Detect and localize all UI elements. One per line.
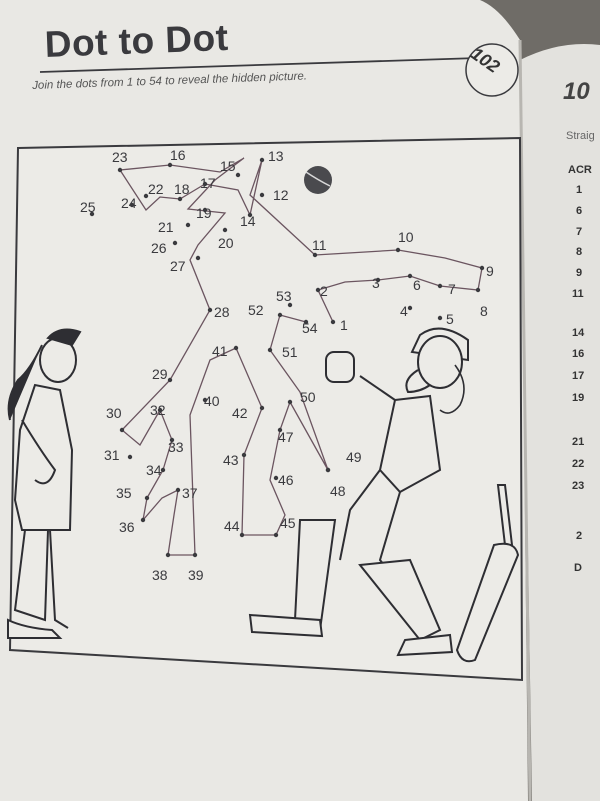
book-gutter	[518, 39, 532, 801]
dot-label: 7	[448, 281, 456, 297]
dot-label: 41	[212, 343, 228, 359]
dot-label: 10	[398, 229, 414, 245]
dot-label: 15	[220, 158, 236, 174]
cricket-bat-icon	[455, 484, 520, 663]
clue-number: 17	[572, 370, 585, 382]
dot-label: 49	[346, 449, 362, 465]
clue-number: D	[574, 562, 582, 574]
batsman-illustration	[248, 327, 469, 657]
dot-label: 17	[200, 175, 216, 191]
dot-label: 31	[104, 447, 120, 463]
dot-label: 40	[204, 393, 220, 409]
dot-label: 26	[151, 240, 167, 256]
clue-number: 19	[572, 392, 585, 404]
dot-label: 52	[248, 302, 264, 318]
dot-label: 3	[372, 275, 380, 291]
dot-label: 51	[282, 344, 298, 360]
dot-label: 20	[218, 235, 234, 251]
dot-label: 54	[302, 320, 318, 336]
dot-label: 13	[268, 148, 284, 164]
dot-label: 47	[278, 429, 294, 445]
dot-label: 6	[413, 277, 421, 293]
dot-label: 11	[312, 237, 327, 253]
dot-label: 2	[320, 283, 328, 299]
dot-label: 23	[112, 149, 128, 165]
dot-label: 12	[273, 187, 289, 203]
dot-label: 50	[300, 389, 316, 405]
dot-points	[89, 157, 485, 558]
dot-label: 16	[170, 147, 186, 163]
clue-number: 7	[576, 226, 583, 238]
dot-label: 39	[188, 567, 204, 583]
dot-label: 18	[174, 181, 190, 197]
dot-label: 24	[121, 195, 137, 211]
facing-page-subtitle: Straig	[566, 130, 595, 142]
dot-label: 5	[446, 311, 454, 327]
right-page	[520, 44, 600, 801]
facing-page-title: 10	[563, 78, 590, 105]
dot-label: 38	[152, 567, 168, 583]
facing-page-heading: ACR	[568, 164, 592, 176]
dot-label: 14	[240, 213, 256, 229]
dot-label: 8	[480, 303, 488, 319]
dot-guide-lines	[118, 157, 483, 556]
header-rule	[39, 57, 479, 73]
clue-number: 11	[572, 288, 584, 300]
dot-label: 43	[223, 452, 239, 468]
dot-labels: 1 2 3 4 5 6 7 8 9 10 11 12 13 14 15 16 1…	[80, 147, 494, 583]
dot-label: 37	[182, 485, 198, 501]
clue-number: 8	[576, 246, 583, 258]
page-title: Dot to Dot	[44, 16, 230, 65]
clue-number: 22	[572, 458, 585, 470]
dot-label: 9	[486, 263, 494, 279]
clue-number: 16	[572, 348, 585, 360]
dot-label: 19	[196, 205, 212, 221]
page-number-badge	[465, 43, 519, 97]
dot-label: 22	[148, 181, 164, 197]
dot-label: 35	[116, 485, 132, 501]
dot-label: 36	[119, 519, 135, 535]
dot-label: 27	[170, 258, 186, 274]
dot-label: 45	[280, 515, 296, 531]
dot-label: 28	[214, 304, 230, 320]
dot-label: 25	[80, 199, 96, 215]
clue-number: 6	[576, 205, 583, 217]
dot-label: 1	[340, 317, 348, 333]
dot-label: 4	[400, 303, 408, 319]
dot-label: 34	[146, 462, 162, 478]
dot-label: 29	[152, 366, 168, 382]
dot-label: 42	[232, 405, 248, 421]
clue-number: 2	[576, 530, 583, 542]
dot-label: 46	[278, 472, 294, 488]
clue-number: 21	[572, 436, 585, 448]
dot-label: 21	[158, 219, 174, 235]
dot-label: 48	[330, 483, 346, 499]
dot-label: 32	[150, 402, 166, 418]
dot-label: 44	[224, 518, 240, 534]
cricket-ball-icon	[304, 166, 332, 194]
dot-label: 30	[106, 405, 122, 421]
umpire-illustration	[7, 328, 82, 639]
clue-number: 9	[576, 267, 583, 279]
puzzle-frame	[8, 136, 524, 682]
dot-label: 53	[276, 288, 292, 304]
clue-number: 14	[572, 327, 585, 339]
clue-number: 1	[576, 184, 583, 196]
clue-number: 23	[572, 480, 585, 492]
dot-label: 33	[168, 439, 184, 455]
